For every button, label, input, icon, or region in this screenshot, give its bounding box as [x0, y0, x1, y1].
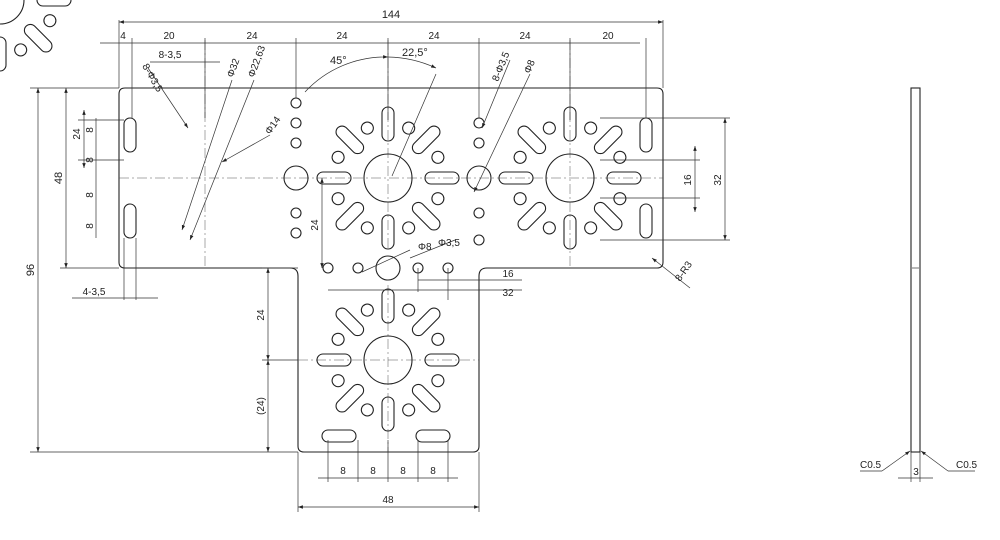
- label-dia-14: Φ14: [263, 114, 283, 136]
- label-dia-8-mid: Φ8: [418, 242, 432, 253]
- dim-8-bottom-d: 8: [430, 466, 436, 477]
- dim-4-3-5: 4-3,5: [83, 287, 106, 298]
- tail-dimensions: 24 (24) 8 8 8 8 48: [256, 267, 480, 512]
- label-angle-45: 45°: [330, 55, 347, 67]
- dim-48-bottom: 48: [382, 495, 394, 506]
- label-8-dia-3-5-right: 8-Φ3,5: [491, 50, 513, 83]
- label-dia-22-63: Φ22,63: [246, 44, 268, 79]
- side-view: 3 C0.5 C0.5: [860, 87, 978, 482]
- label-c0-5-right: C0.5: [956, 460, 978, 471]
- dim-24-tail: 24: [256, 309, 267, 321]
- dim-24-tail-ref: (24): [256, 397, 267, 415]
- dim-8-left-c: 8: [85, 192, 96, 198]
- dim-24-c: 24: [428, 31, 440, 42]
- dim-24-a: 24: [246, 31, 258, 42]
- dim-20-right: 20: [602, 31, 614, 42]
- dim-32-right: 32: [713, 174, 724, 186]
- dim-8-3-5: 8-3,5: [159, 50, 182, 61]
- dim-thickness-3: 3: [913, 467, 919, 478]
- dim-144: 144: [382, 9, 400, 21]
- dim-8-bottom-c: 8: [400, 466, 406, 477]
- dim-16-bottom: 16: [502, 269, 514, 280]
- label-dia-8-right: Φ8: [523, 58, 538, 75]
- label-8-dia-3-5-left: 8-Φ3,5: [139, 62, 164, 95]
- dim-16-right: 16: [683, 174, 694, 186]
- label-8-r3: 8-R3: [673, 259, 695, 283]
- dim-24-d: 24: [519, 31, 531, 42]
- dim-20: 20: [163, 31, 175, 42]
- edge-features: [123, 97, 653, 443]
- dim-8-left-b: 8: [85, 157, 96, 163]
- label-dia-3-5-mid: Φ3,5: [438, 238, 460, 249]
- label-c0-5-left: C0.5: [860, 460, 882, 471]
- label-angle-22-5: 22,5°: [402, 47, 428, 59]
- dim-4: 4: [120, 31, 126, 42]
- dim-8-left-d: 8: [85, 223, 96, 229]
- dim-8-bottom-a: 8: [340, 466, 346, 477]
- left-dimensions: 96 48 24 8 8 8 8 4-3,5: [25, 87, 298, 453]
- middle-right-dimensions: 24 Φ8 Φ3,5 16 32 16 32 8-R3: [310, 117, 730, 300]
- dim-32-bottom: 32: [502, 288, 514, 299]
- dim-24-mid: 24: [310, 219, 321, 231]
- dim-8-left-a: 8: [85, 127, 96, 133]
- plate-outline: [118, 87, 664, 453]
- dim-24-b: 24: [336, 31, 348, 42]
- label-dia-32: Φ32: [225, 57, 242, 79]
- center-lines: [119, 40, 663, 452]
- dim-96: 96: [25, 264, 37, 276]
- dim-48: 48: [53, 172, 65, 184]
- dim-8-bottom-b: 8: [370, 466, 376, 477]
- dim-24-left: 24: [72, 128, 83, 140]
- hub-hole-pattern: [0, 0, 72, 72]
